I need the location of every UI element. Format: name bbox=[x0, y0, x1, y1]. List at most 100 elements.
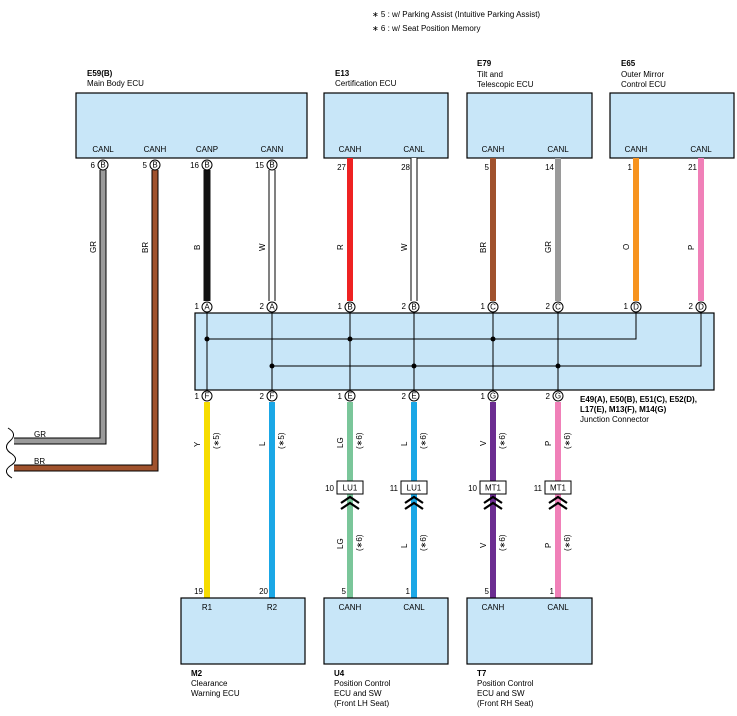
connector-d-icon bbox=[630, 301, 642, 313]
signal-label: CANL bbox=[690, 145, 712, 154]
connector-name: LU1 bbox=[343, 484, 358, 493]
connector-letter: E bbox=[347, 392, 352, 401]
pin-number: 27 bbox=[337, 163, 346, 172]
ecu-main-body: E59(B) Main Body ECU CANL CANH CANP CANN bbox=[75, 69, 308, 159]
top-ecu-pin-numbers: 27 28 5 14 1 21 bbox=[337, 163, 697, 172]
ecu-tilt-telescopic: E79 Tilt and Telescopic ECU CANH CANL bbox=[466, 59, 593, 159]
connector-letter: C bbox=[555, 303, 561, 312]
connector-letter: G bbox=[490, 392, 496, 401]
option-label: (∗6) bbox=[355, 534, 364, 551]
junction-codes: E49(A), E50(B), E51(C), E52(D), bbox=[580, 395, 697, 404]
pin-number: 1 bbox=[338, 302, 343, 311]
ecu-code: U4 bbox=[334, 669, 345, 678]
connector-letter: B bbox=[269, 161, 274, 170]
upper-wire-labels: GR BR B W R W BR GR O P bbox=[89, 241, 696, 253]
connector-e-icon bbox=[408, 390, 420, 402]
lower-wire-labels: Y (∗5) L (∗5) LG (∗6) L (∗6) V (∗6) P (∗… bbox=[193, 432, 572, 551]
wire-label: L bbox=[258, 441, 267, 446]
pin-number: 21 bbox=[688, 163, 697, 172]
junction-codes: L17(E), M13(F), M14(G) bbox=[580, 405, 667, 414]
inline-connector-lu1-11: 11 LU1 bbox=[390, 480, 428, 510]
connector-letter: D bbox=[698, 303, 704, 312]
ecu-code: M2 bbox=[191, 669, 203, 678]
pin-number: 2 bbox=[402, 302, 407, 311]
connector-letter: A bbox=[269, 303, 275, 312]
connector-chevron-icon bbox=[483, 495, 503, 510]
wire-label: B bbox=[193, 245, 202, 250]
signal-label: R1 bbox=[202, 603, 213, 612]
pin-number: 1 bbox=[338, 392, 343, 401]
connector-letter: G bbox=[555, 392, 561, 401]
wire-label: L bbox=[400, 441, 409, 446]
inline-connector-lu1-10: 10 LU1 bbox=[325, 480, 364, 510]
junction-name: Junction Connector bbox=[580, 415, 649, 424]
ecu-code: E79 bbox=[477, 59, 492, 68]
signal-label: R2 bbox=[267, 603, 278, 612]
wire-br bbox=[14, 170, 159, 472]
signal-label: CANL bbox=[403, 145, 425, 154]
pin-number: 10 bbox=[325, 484, 334, 493]
junction-bottom-connectors: 1 F 2 F 1 E 2 E 1 G 2 G bbox=[195, 390, 564, 402]
connector-chevron-icon bbox=[340, 495, 360, 510]
ecu-name: ECU and SW bbox=[334, 689, 382, 698]
connector-letter: C bbox=[490, 303, 496, 312]
pin-number: 1 bbox=[406, 587, 411, 596]
connector-letter: B bbox=[204, 161, 209, 170]
inline-connector-mt1-11: 11 MT1 bbox=[534, 480, 572, 510]
ecu-clearance-warning: 19 20 R1 R2 M2 Clearance Warning ECU bbox=[180, 587, 306, 698]
ecu-code: E13 bbox=[335, 69, 350, 78]
option-label: (∗6) bbox=[563, 534, 572, 551]
signal-label: CANL bbox=[547, 603, 569, 612]
wire-label: L bbox=[400, 543, 409, 548]
wire-break-icon bbox=[6, 427, 16, 479]
ecu-name: Control ECU bbox=[621, 80, 666, 89]
signal-label: CANH bbox=[339, 145, 362, 154]
option-label: (∗6) bbox=[355, 432, 364, 449]
wire-label: P bbox=[687, 245, 696, 250]
ecu-name: (Front LH Seat) bbox=[334, 699, 389, 708]
pin-number: 16 bbox=[190, 161, 199, 170]
ecu-code: E59(B) bbox=[87, 69, 113, 78]
pin-number: 1 bbox=[624, 302, 629, 311]
pin-number: 2 bbox=[260, 392, 265, 401]
signal-label: CANH bbox=[144, 145, 167, 154]
connector-c-icon bbox=[487, 301, 499, 313]
wire-label: BR bbox=[479, 242, 488, 253]
pin-number: 28 bbox=[401, 163, 410, 172]
connector-b-icon bbox=[97, 159, 109, 171]
wire-label: O bbox=[622, 244, 631, 250]
wire-gr-fill bbox=[14, 170, 106, 444]
signal-label: CANL bbox=[92, 145, 114, 154]
connector-b-icon bbox=[266, 159, 278, 171]
ecu-box bbox=[609, 92, 735, 159]
pin-number: 19 bbox=[194, 587, 203, 596]
option-label: (∗6) bbox=[498, 432, 507, 449]
pin-number: 11 bbox=[534, 484, 543, 493]
connector-box bbox=[544, 480, 572, 495]
connector-chevron-icon bbox=[404, 495, 424, 510]
ecu-box bbox=[323, 597, 449, 665]
wire-gr bbox=[14, 170, 107, 445]
connector-c-icon bbox=[552, 301, 564, 313]
pin-number: 1 bbox=[195, 302, 200, 311]
wire-label: LG bbox=[336, 437, 345, 448]
wire-label: V bbox=[479, 542, 488, 548]
connector-b-icon bbox=[408, 301, 420, 313]
wire-label: GR bbox=[89, 241, 98, 253]
junction-nodes bbox=[204, 336, 561, 369]
connector-b-icon bbox=[201, 159, 213, 171]
signal-label: CANH bbox=[339, 603, 362, 612]
ecu-position-control-rh: 5 1 CANH CANL T7 Position Control ECU an… bbox=[466, 587, 593, 708]
wire-label: R bbox=[336, 244, 345, 250]
option-label: (∗6) bbox=[419, 534, 428, 551]
pin-number: 6 bbox=[91, 161, 96, 170]
ecu-box bbox=[323, 92, 449, 159]
wire-label: GR bbox=[34, 430, 46, 439]
ecu-name: Certification ECU bbox=[335, 79, 397, 88]
ecu-name: (Front RH Seat) bbox=[477, 699, 534, 708]
ecu-box bbox=[75, 92, 308, 159]
wire-label: GR bbox=[544, 241, 553, 253]
pin-number: 2 bbox=[546, 302, 551, 311]
lower-wires bbox=[204, 402, 561, 598]
connector-letter: E bbox=[411, 392, 416, 401]
